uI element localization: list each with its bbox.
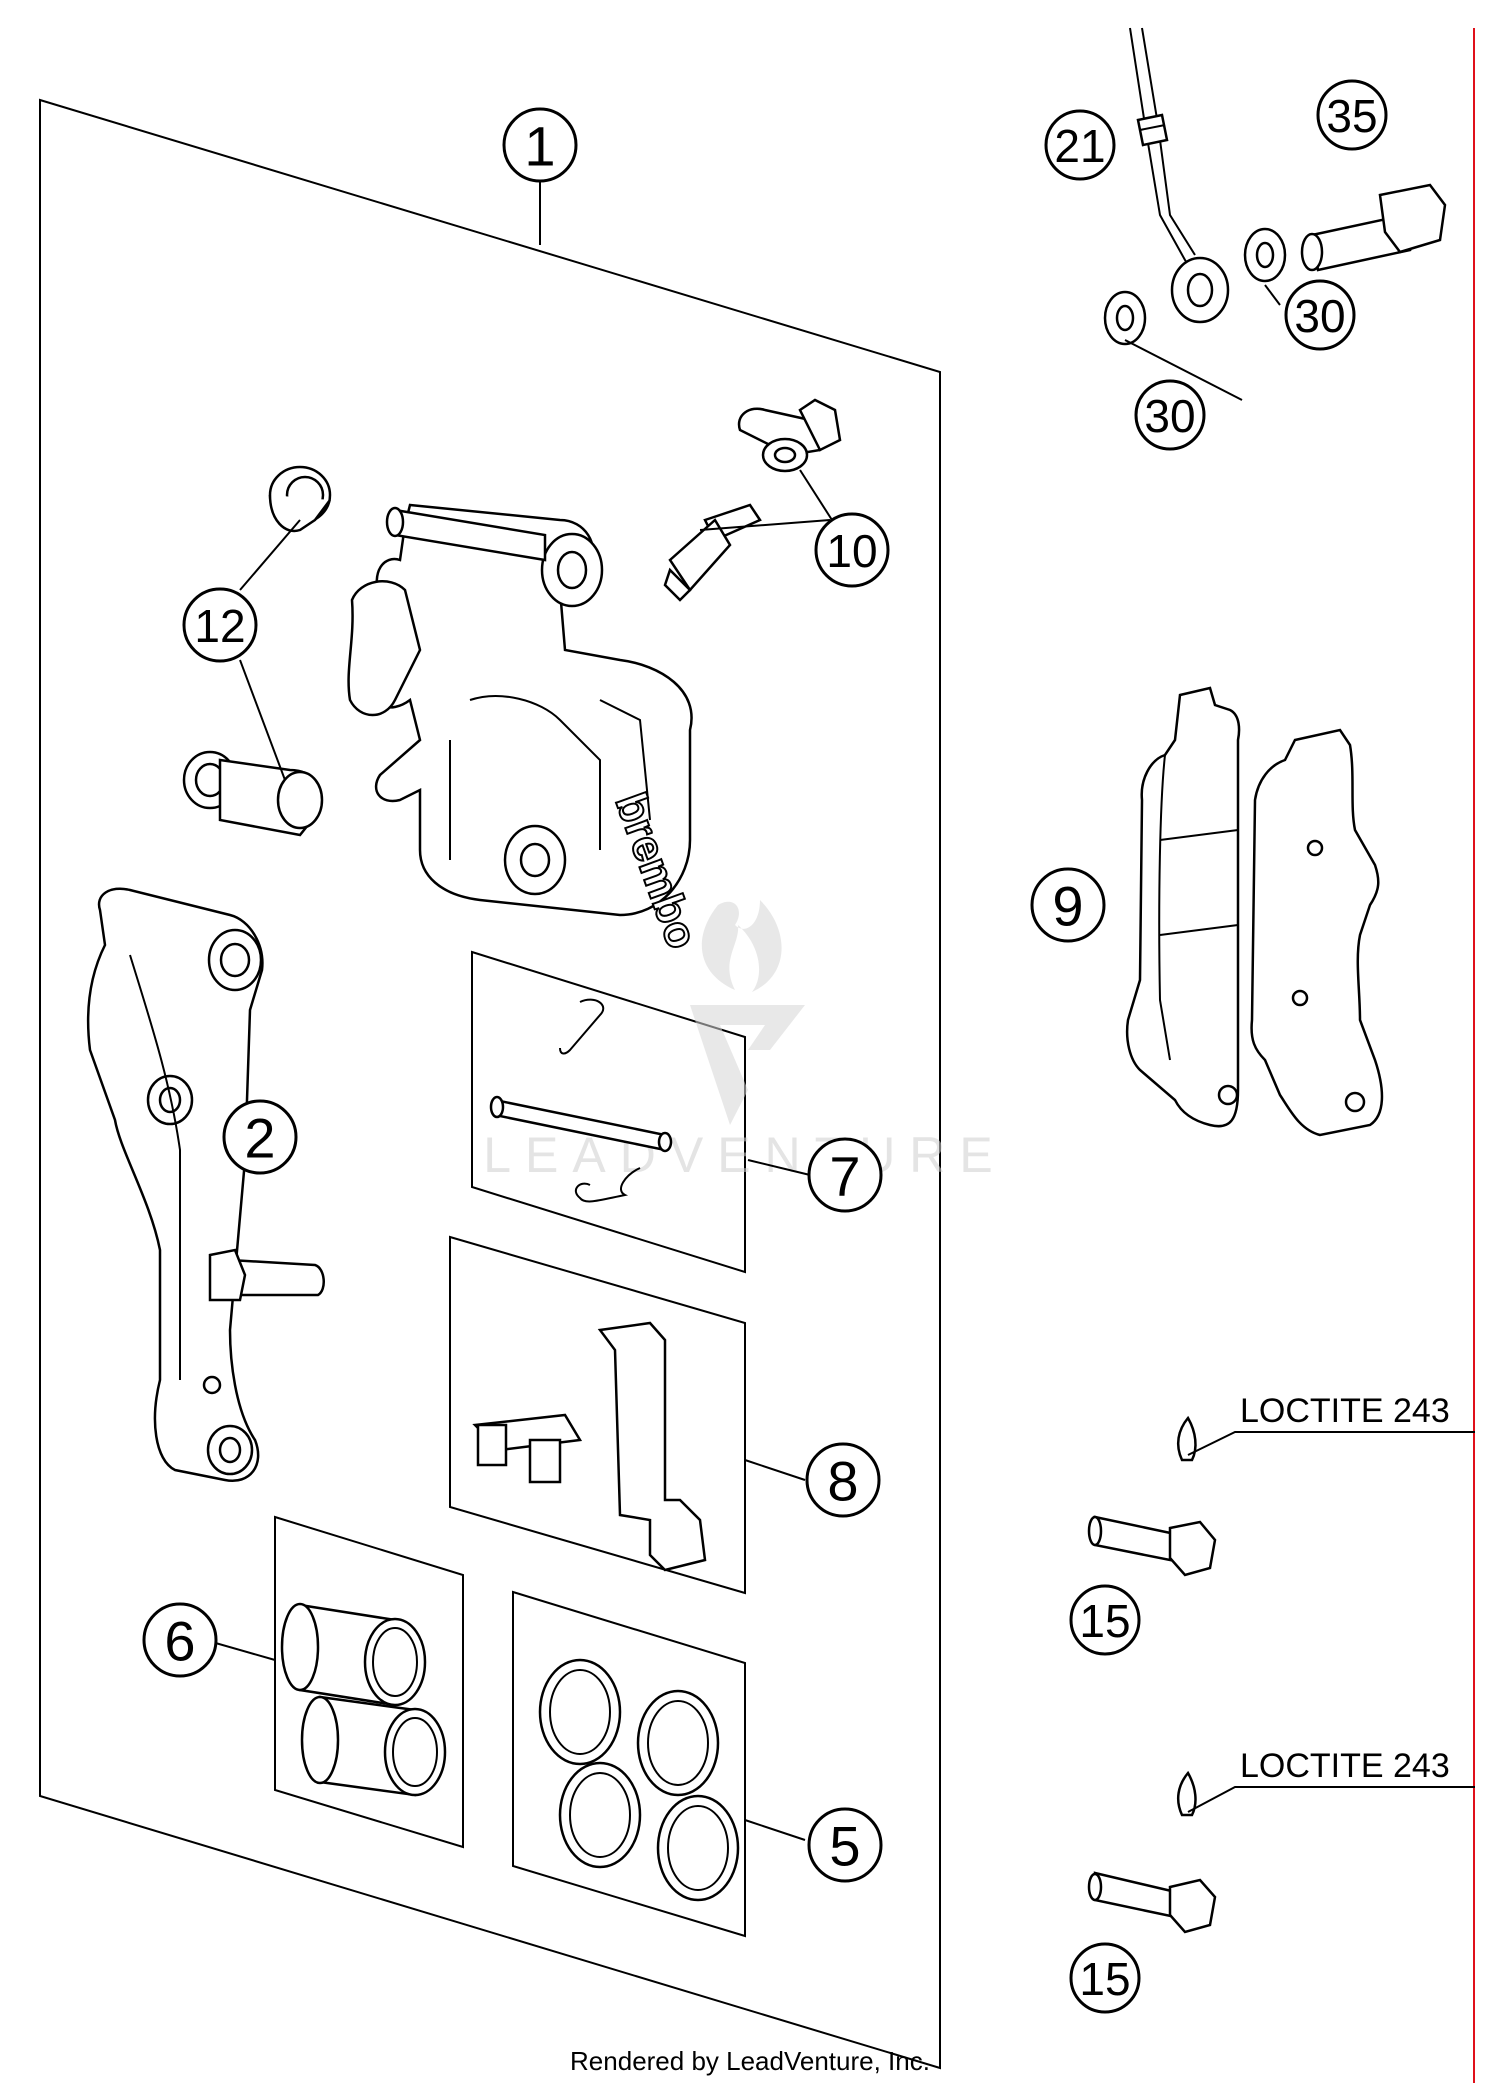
brake-caliper-body: brembo	[347, 503, 708, 956]
pad-pin-and-clips	[489, 998, 673, 1203]
bleeder-valve	[663, 398, 842, 602]
assembly-panel	[39, 98, 941, 2070]
callout-30-left: 30	[1134, 379, 1206, 451]
callout-6: 6	[142, 1602, 218, 1678]
piston-seals	[538, 1658, 740, 1902]
callout-label: 21	[1054, 120, 1105, 172]
callout-5: 5	[807, 1807, 883, 1883]
callout-label: 7	[829, 1145, 860, 1208]
callout-7: 7	[807, 1137, 883, 1213]
callout-10: 10	[814, 512, 890, 588]
callout-1: 1	[502, 107, 578, 183]
loctite-note-top: LOCTITE 243	[1240, 1392, 1450, 1430]
callout-21: 21	[1044, 109, 1116, 181]
callout-label: 30	[1294, 290, 1345, 342]
leadventure-watermark: LEADVENTURE	[483, 900, 1007, 1183]
callout-label: 5	[829, 1815, 860, 1878]
guide-pin-boots	[182, 465, 332, 837]
callout-30-right: 30	[1284, 279, 1356, 351]
watermark-text: LEADVENTURE	[483, 1127, 1007, 1183]
callout-label: 12	[194, 600, 245, 652]
callout-label: 1	[524, 115, 555, 178]
panel-seals	[512, 1590, 746, 1938]
callout-label: 10	[826, 525, 877, 577]
caliper-bracket	[86, 887, 325, 1483]
loctite-note-bottom: LOCTITE 243	[1240, 1747, 1450, 1785]
brake-line-and-banjo	[1103, 27, 1447, 346]
callout-15-bottom: 15	[1069, 1942, 1141, 2014]
brake-pads	[1125, 686, 1384, 1137]
callout-label: 30	[1144, 390, 1195, 442]
callout-label: 6	[164, 1610, 195, 1673]
panel-pistons	[274, 1515, 464, 1849]
callout-8: 8	[805, 1442, 881, 1518]
callout-12: 12	[182, 587, 258, 663]
pad-spring-clips	[472, 1321, 707, 1572]
caliper-pistons	[280, 1602, 447, 1797]
callout-label: 15	[1079, 1595, 1130, 1647]
panel-springs	[449, 1235, 746, 1595]
mounting-bolt-bottom	[1087, 1770, 1217, 1934]
callout-2: 2	[222, 1099, 298, 1175]
render-credit: Rendered by LeadVenture, Inc.	[570, 2046, 930, 2076]
callout-label: 35	[1326, 90, 1377, 142]
leader-lines	[204, 180, 1475, 1841]
callout-9: 9	[1030, 867, 1106, 943]
callout-label: 8	[827, 1450, 858, 1513]
callout-35: 35	[1316, 79, 1388, 151]
callout-label: 2	[244, 1107, 275, 1170]
callout-label: 15	[1079, 1953, 1130, 2005]
panel-pins	[471, 950, 746, 1274]
callout-15-top: 15	[1069, 1584, 1141, 1656]
mounting-bolt-top	[1087, 1415, 1217, 1577]
callout-label: 9	[1052, 875, 1083, 938]
